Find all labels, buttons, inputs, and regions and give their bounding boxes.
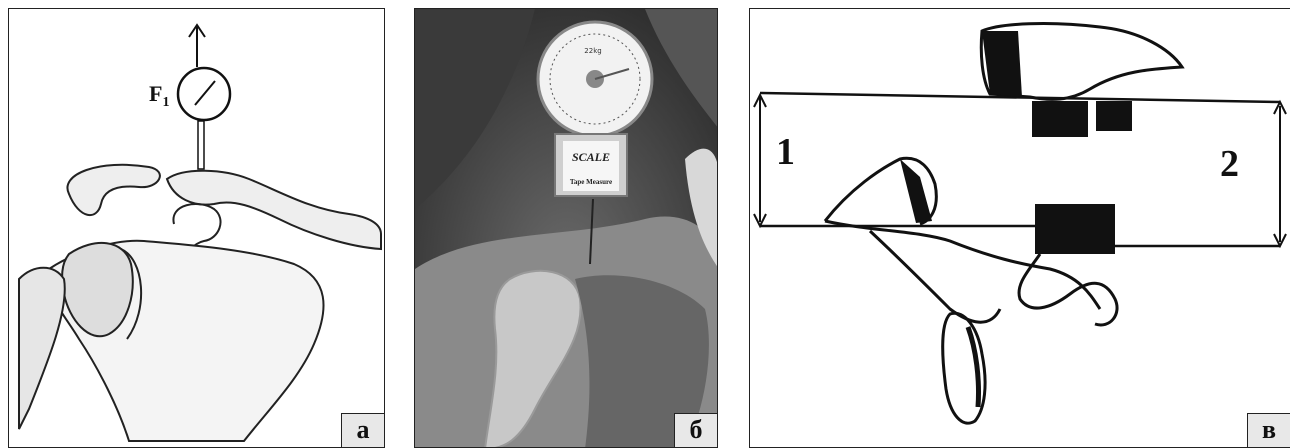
panel-b-photo: 22kg SCALE Tape Measure б xyxy=(414,8,718,448)
acromion xyxy=(67,165,159,215)
acromion-dark-region-2 xyxy=(1096,101,1132,131)
scale-dial-label: 22kg xyxy=(584,47,601,55)
panel-letter-c: в xyxy=(1247,413,1290,447)
scale-brand: SCALE xyxy=(572,150,610,164)
panel-c-diagram: 1 2 в xyxy=(749,8,1290,448)
distance-label-2: 2 xyxy=(1220,145,1239,183)
shoulder-schematic-drawing: F1 xyxy=(9,9,385,448)
glenoid-outline xyxy=(1019,254,1117,325)
humerus-shaft xyxy=(19,268,65,429)
cadaver-photo: 22kg SCALE Tape Measure xyxy=(415,9,718,448)
panel-letter-a: а xyxy=(341,413,384,447)
gauge-rod xyxy=(198,121,204,169)
panel-letter-b: б xyxy=(674,413,717,447)
scale-subtitle: Tape Measure xyxy=(570,178,612,186)
glenoid-dark-region xyxy=(1035,204,1115,254)
scapula-neck xyxy=(870,231,1000,322)
force-label: F1 xyxy=(149,81,169,110)
measurement-diagram xyxy=(750,9,1290,448)
distance-label-1: 1 xyxy=(776,133,795,171)
panel-a-schematic: F1 а xyxy=(8,8,385,448)
acromion-dark-region xyxy=(1032,101,1088,137)
clavicle xyxy=(167,171,381,249)
